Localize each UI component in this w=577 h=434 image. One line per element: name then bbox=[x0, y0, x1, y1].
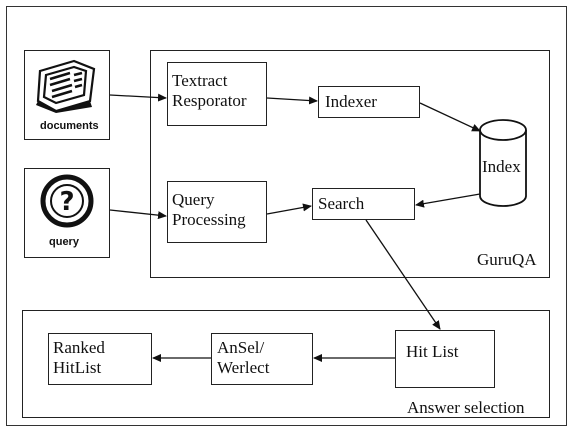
arrow-documents-to-textract bbox=[109, 93, 167, 102]
hit-list-label: Hit List bbox=[406, 342, 459, 361]
textract-resporator-box bbox=[167, 62, 267, 126]
arrow-query-to-processing bbox=[109, 209, 167, 220]
query-label: query bbox=[49, 236, 79, 248]
textract-resporator-label: Textract Resporator bbox=[172, 71, 247, 110]
arrow-search-to-hitlist bbox=[365, 219, 441, 330]
arrow-textract-to-indexer bbox=[266, 96, 318, 105]
ansel-werlect-box bbox=[211, 333, 313, 385]
arrow-indexer-to-index bbox=[419, 102, 481, 132]
svg-text:?: ? bbox=[59, 187, 74, 217]
diagram-frame bbox=[6, 6, 567, 426]
question-mark-icon: ? bbox=[40, 174, 94, 228]
hit-list-box bbox=[395, 330, 495, 388]
answer-selection-label: Answer selection bbox=[407, 398, 525, 417]
query-processing-box bbox=[167, 181, 267, 243]
ansel-werlect-label: AnSel/ Werlect bbox=[217, 338, 270, 377]
guruqa-label: GuruQA bbox=[477, 250, 537, 269]
newspaper-icon bbox=[36, 59, 96, 113]
index-label: Index bbox=[482, 157, 521, 176]
ranked-hitlist-box bbox=[48, 333, 152, 385]
arrow-index-to-search bbox=[415, 193, 481, 208]
index-database-icon bbox=[479, 119, 527, 207]
query-processing-label: Query Processing bbox=[172, 190, 246, 229]
indexer-box bbox=[318, 86, 420, 118]
ranked-hitlist-label: Ranked HitList bbox=[53, 338, 105, 377]
documents-label: documents bbox=[40, 120, 99, 132]
arrow-processing-to-search bbox=[266, 203, 312, 215]
indexer-label: Indexer bbox=[325, 92, 377, 111]
search-label: Search bbox=[318, 194, 365, 213]
search-box bbox=[312, 188, 415, 220]
